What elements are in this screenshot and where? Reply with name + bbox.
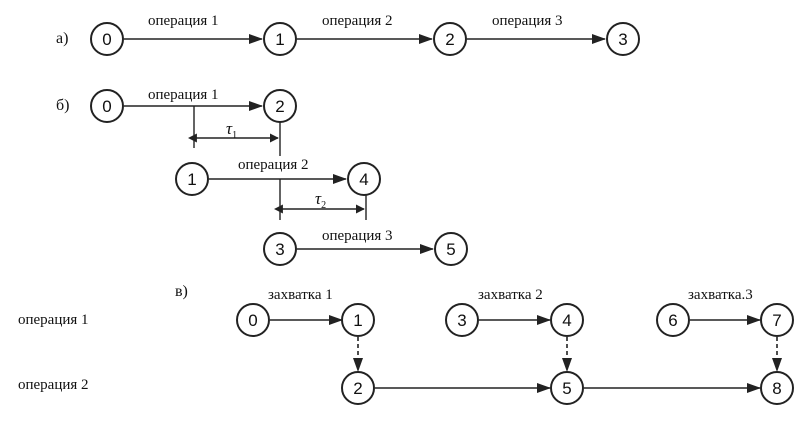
node-v-7: 7 — [760, 303, 794, 337]
node-b-3: 3 — [263, 232, 297, 266]
node-v-0: 0 — [236, 303, 270, 337]
edge-label-b-1: операция 1 — [148, 87, 219, 103]
node-a-3: 3 — [606, 22, 640, 56]
section-label-a: а) — [56, 30, 68, 47]
row-label-op1: операция 1 — [18, 312, 89, 328]
node-v-8: 8 — [760, 371, 794, 405]
svg-text:1: 1 — [187, 170, 196, 189]
svg-text:3: 3 — [618, 30, 627, 49]
svg-text:0: 0 — [102, 97, 111, 116]
capture-label-1: захватка 1 — [268, 287, 333, 303]
svg-text:2: 2 — [275, 97, 284, 116]
svg-text:4: 4 — [359, 170, 368, 189]
svg-text:3: 3 — [457, 311, 466, 330]
node-a-2: 2 — [433, 22, 467, 56]
svg-text:5: 5 — [446, 240, 455, 259]
edge-label-b-3: операция 3 — [322, 228, 393, 244]
edge-label-a-1: операция 1 — [148, 13, 219, 29]
node-v-5: 5 — [550, 371, 584, 405]
node-a-1: 1 — [263, 22, 297, 56]
node-b-4: 4 — [347, 162, 381, 196]
capture-label-2: захватка 2 — [478, 287, 543, 303]
svg-text:1: 1 — [353, 311, 362, 330]
svg-text:2: 2 — [353, 379, 362, 398]
node-v-4: 4 — [550, 303, 584, 337]
section-label-b: б) — [56, 97, 69, 114]
node-b-5: 5 — [434, 232, 468, 266]
edge-label-a-3: операция 3 — [492, 13, 563, 29]
svg-text:0: 0 — [248, 311, 257, 330]
svg-text:7: 7 — [772, 311, 781, 330]
tau2-label: τ2 — [315, 189, 326, 211]
node-a-0: 0 — [90, 22, 124, 56]
svg-text:0: 0 — [102, 30, 111, 49]
node-v-3: 3 — [445, 303, 479, 337]
section-label-v: в) — [175, 283, 188, 300]
capture-label-3: захватка.3 — [688, 287, 753, 303]
node-b-1: 1 — [175, 162, 209, 196]
node-v-2: 2 — [341, 371, 375, 405]
svg-text:8: 8 — [772, 379, 781, 398]
svg-text:5: 5 — [562, 379, 571, 398]
svg-text:3: 3 — [275, 240, 284, 259]
svg-text:2: 2 — [445, 30, 454, 49]
edge-label-b-2: операция 2 — [238, 157, 309, 173]
svg-text:4: 4 — [562, 311, 571, 330]
row-label-op2: операция 2 — [18, 377, 89, 393]
node-v-1: 1 — [341, 303, 375, 337]
edge-label-a-2: операция 2 — [322, 13, 393, 29]
node-b-0: 0 — [90, 89, 124, 123]
node-v-6: 6 — [656, 303, 690, 337]
node-b-2: 2 — [263, 89, 297, 123]
tau1-label: τ1 — [226, 119, 237, 141]
svg-text:1: 1 — [275, 30, 284, 49]
svg-text:6: 6 — [668, 311, 677, 330]
